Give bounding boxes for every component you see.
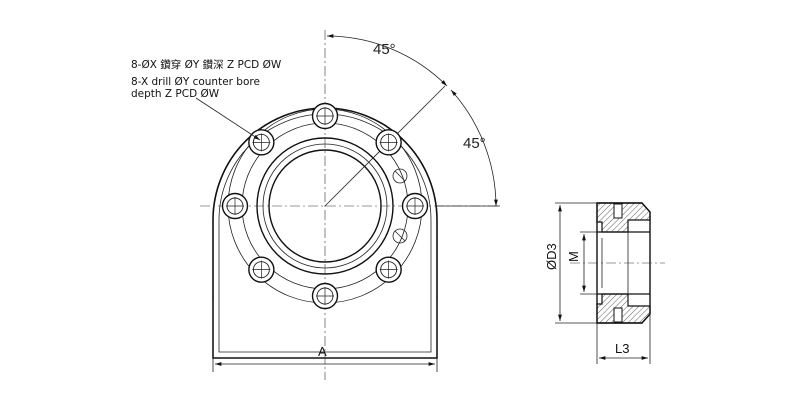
angle-label-top: 45°: [373, 41, 396, 58]
section-bolt-hole-upper: [613, 203, 623, 219]
note-leader: [195, 97, 261, 141]
diameter-label: ØD3: [544, 243, 559, 270]
bolt-hole: [375, 256, 402, 283]
note-line-1: 8-ØX 鑽穿 ØY 鑽深 Z PCD ØW: [131, 58, 282, 71]
bolt-hole: [248, 256, 275, 283]
angle-arc-top: [326, 34, 448, 87]
section-upper-wall: [596, 202, 651, 233]
note-line-2: 8-X drill ØY counter bore: [131, 76, 260, 88]
length-label: L3: [615, 341, 629, 356]
note-line-3: depth Z PCD ØW: [131, 88, 220, 100]
section-bolt-hole-lower: [613, 307, 623, 323]
thread-label: M: [566, 251, 581, 262]
side-section-view: [555, 202, 665, 364]
bolt-hole: [221, 192, 249, 220]
lube-holes: [392, 168, 408, 244]
width-label: A: [318, 344, 327, 359]
bolt-hole: [311, 282, 339, 310]
lube-hole-lower: [392, 228, 408, 244]
bolt-hole: [311, 102, 339, 130]
bolt-hole: [375, 129, 402, 156]
angle-arc-right: [450, 89, 498, 207]
section-lower-wall: [596, 293, 651, 324]
front-view: [195, 30, 500, 380]
lube-hole-upper: [392, 168, 408, 184]
angle-label-right: 45°: [463, 135, 486, 152]
bolt-hole: [401, 192, 429, 220]
bolt-hole: [248, 129, 275, 156]
